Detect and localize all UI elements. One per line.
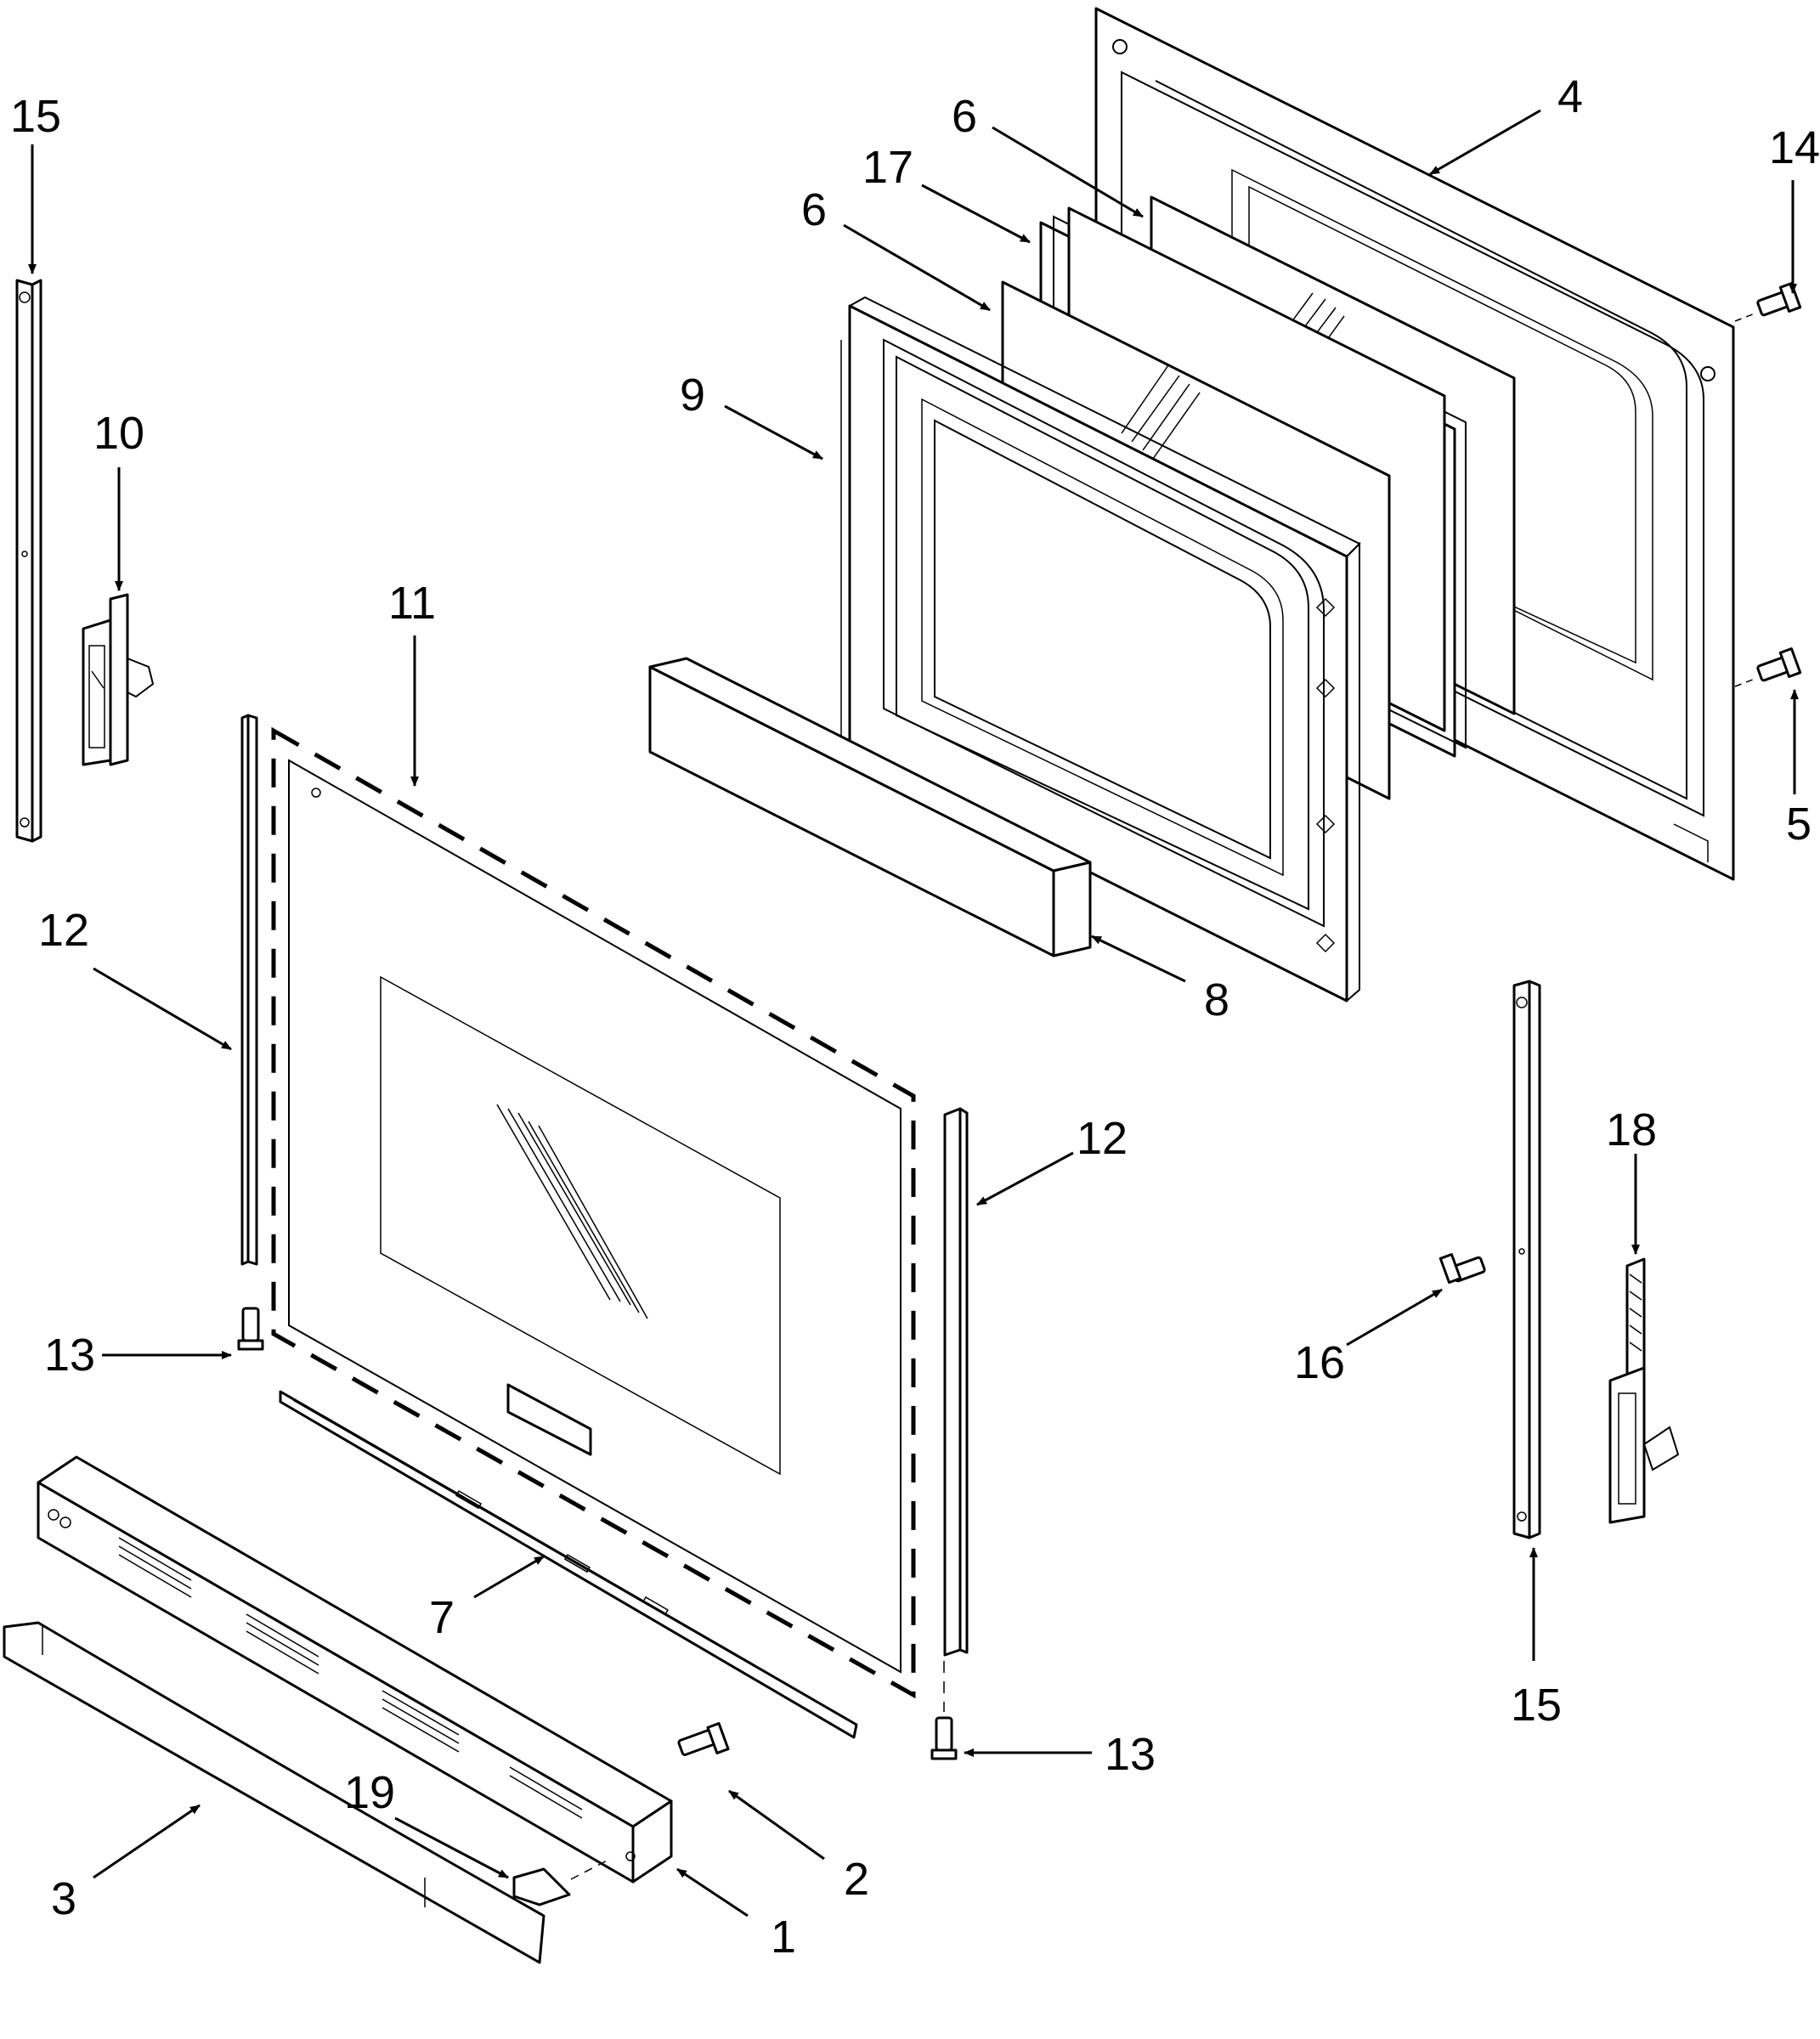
callout-labels: 15 10 11 12 13 9 6 17 6 4 14 5 8 12 18 1… [10,71,1820,1963]
callout-3: 3 [51,1873,76,1924]
leader-1 [676,1867,749,1918]
part-10-hinge [82,593,155,766]
callout-12-right: 12 [1077,1113,1128,1164]
callout-11: 11 [388,578,436,629]
callout-13-left: 13 [44,1330,95,1381]
part-15-hinge-channel-right [1512,980,1541,1539]
part-13-screw-right [930,1661,958,1760]
part-11-outer-door-glass [271,726,916,1699]
callout-12-left: 12 [38,905,89,956]
leader-17 [921,184,1031,244]
leader-7 [473,1555,545,1599]
leader-lines [28,109,1799,1918]
leader-6-rear [992,126,1144,218]
callout-6-rear: 6 [952,91,977,142]
part-12-door-trim-left [240,714,258,1266]
callout-19: 19 [344,1767,395,1818]
part-16-screw [1438,1253,1486,1284]
part-15-hinge-channel-left [15,279,42,843]
part-8-insulation [648,657,1092,957]
leader-3 [93,1804,201,1879]
part-5-screw [1734,647,1802,687]
leader-8 [1091,935,1186,983]
leader-12-right [976,1151,1074,1206]
part-12-door-trim-right [943,1107,969,1657]
callout-5: 5 [1786,799,1812,850]
part-1-lower-vent-trim [37,1455,673,1884]
callout-2: 2 [844,1854,869,1905]
leader-9 [724,404,823,460]
callout-8: 8 [1204,974,1229,1025]
callout-15-right: 15 [1511,1680,1562,1731]
callout-4: 4 [1557,71,1583,122]
callout-10: 10 [93,408,144,459]
callout-9: 9 [680,370,705,421]
part-2-screw [677,1722,730,1756]
callout-14: 14 [1769,122,1820,173]
callout-13-right: 13 [1105,1729,1156,1780]
part-7-vent-strip [279,1390,858,1739]
part-18-hinge [1608,1257,1680,1524]
callout-17: 17 [862,142,913,193]
leader-6-front [843,223,991,312]
part-9-inner-door-liner [840,296,1361,1003]
part-13-screw-left [237,1307,264,1351]
leader-12-left [93,967,232,1051]
callout-16: 16 [1294,1337,1345,1388]
part-14-screw [1734,282,1802,322]
callout-15-left: 15 [10,91,61,142]
leader-16 [1346,1288,1443,1347]
callout-7: 7 [429,1592,455,1643]
callout-6-front: 6 [801,184,827,235]
leader-4 [1429,109,1541,176]
leader-2 [728,1789,825,1861]
part-19-clip [512,1857,613,1906]
callout-18: 18 [1606,1104,1657,1155]
leader-19 [394,1816,509,1879]
part-3-door-handle [3,1621,545,1964]
callout-1: 1 [771,1912,796,1963]
